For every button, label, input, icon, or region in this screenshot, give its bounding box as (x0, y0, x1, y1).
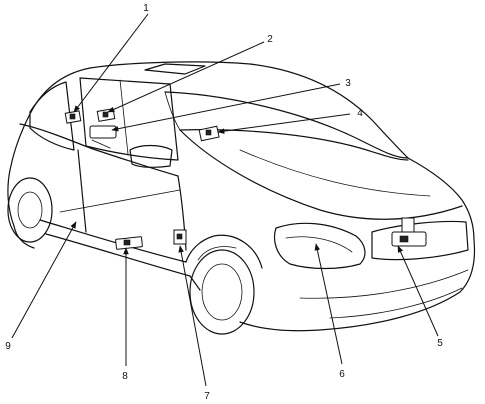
callout-3: 3 (345, 78, 351, 89)
callout-8: 8 (122, 371, 128, 382)
callout-6: 6 (339, 369, 345, 380)
leader-1 (73, 13, 149, 113)
leader-4 (217, 113, 351, 134)
leader-6 (314, 243, 343, 365)
component-1 (64, 110, 82, 124)
component-7 (173, 229, 187, 245)
callout-4: 4 (357, 108, 363, 119)
callout-1: 1 (143, 3, 149, 14)
car-body (7, 61, 476, 332)
component-3 (89, 125, 117, 149)
component-4 (198, 125, 220, 142)
callout-9: 9 (5, 341, 11, 352)
component-8 (115, 236, 143, 250)
callout-2: 2 (267, 34, 273, 45)
callout-7: 7 (204, 391, 210, 402)
leader-2 (107, 41, 265, 113)
leader-5 (397, 245, 439, 337)
leader-lines (11, 13, 439, 387)
rear-wheel (7, 177, 53, 243)
callout-5: 5 (437, 338, 443, 349)
callout-numbers: 1 2 3 4 5 6 7 8 9 (5, 3, 443, 402)
leader-3 (111, 83, 341, 132)
leader-7 (178, 245, 207, 387)
leader-9 (11, 221, 77, 339)
front-wheel (189, 246, 255, 335)
component-5 (391, 217, 427, 247)
